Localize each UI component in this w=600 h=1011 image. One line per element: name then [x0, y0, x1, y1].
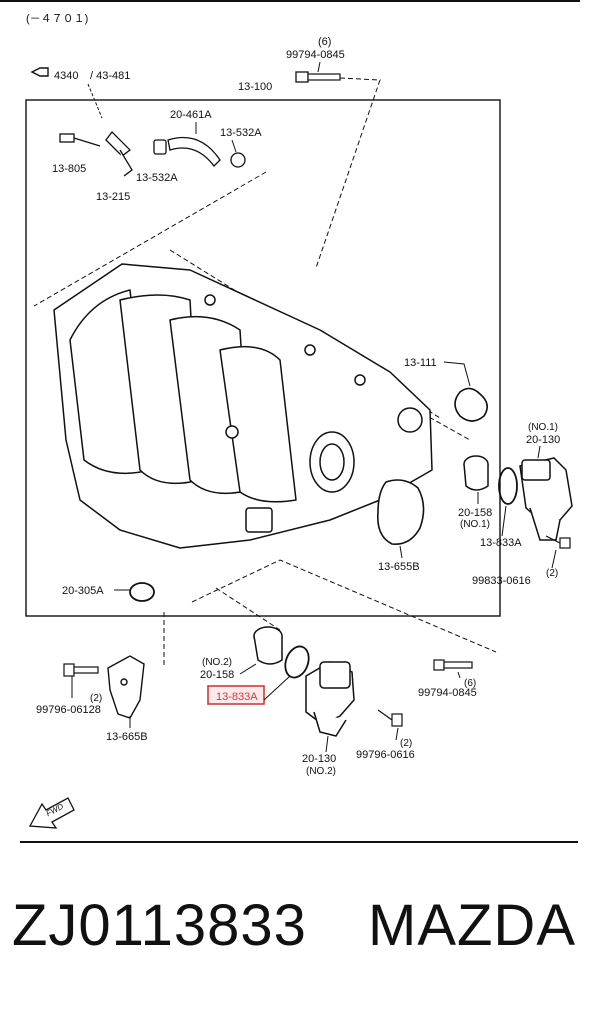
highlight-box — [207, 685, 265, 705]
spacer-no1-icon — [463, 455, 489, 491]
label-bolt-no2: 99796-0616 — [356, 749, 415, 761]
fwd-arrow-icon: FWD — [28, 797, 75, 829]
bracket-icon — [107, 655, 145, 719]
qty-2-no1: (2) — [546, 568, 558, 579]
label-elbow: 13-215 — [96, 191, 130, 203]
label-bolt-no1: 99833-0616 — [472, 575, 531, 587]
label-clamp-right: 13-532A — [220, 127, 262, 139]
part-number: ZJ0113833 — [12, 893, 307, 958]
oring-no1-icon — [498, 467, 518, 505]
label-spacer-no1-sub: (NO.1) — [460, 519, 490, 530]
qty-2-no2: (2) — [400, 738, 412, 749]
assembly-box — [25, 99, 501, 617]
brand-name: MAZDA — [368, 893, 576, 958]
bolt-left-icon — [63, 663, 99, 677]
label-clamp-left: 13-532A — [136, 172, 178, 184]
qty-6-top: (6) — [318, 36, 331, 48]
gasket-right-icon — [454, 387, 488, 422]
label-no1: (NO.1) — [528, 422, 558, 433]
label-tb-no2: 20-130 — [302, 753, 336, 765]
ref-main: 4340 — [54, 70, 78, 82]
qty-6-right: (6) — [464, 678, 476, 689]
label-bolt-left: 99796-06128 — [36, 704, 101, 716]
spacer-no2-icon — [253, 626, 283, 665]
label-gasket-right: 13-111 — [404, 357, 437, 369]
label-fitting: 13-805 — [52, 163, 86, 175]
label-spacer-no1: 20-158 — [458, 507, 492, 519]
bolt-no1-icon — [545, 535, 571, 549]
gasket-throttle-icon — [376, 479, 425, 545]
ref-sub: / 43-481 — [90, 70, 130, 82]
label-bracket: 13-665B — [106, 731, 148, 743]
label-bolt-top: 99794-0845 — [286, 49, 345, 61]
header-code: (－４７０１) — [26, 13, 88, 25]
label-bolt-right: 99794-0845 — [418, 687, 477, 699]
label-box: 13-100 — [238, 81, 272, 93]
label-oring-bottom: 20-305A — [62, 585, 104, 597]
throttle-body-no1-icon — [519, 457, 573, 541]
label-oring-no1: 13-833A — [480, 537, 522, 549]
bolt-top-icon — [295, 71, 341, 83]
pcv-hose-icon — [59, 131, 246, 177]
label-tb-no1: 20-130 — [526, 434, 560, 446]
label-spacer-no2: 20-158 — [200, 669, 234, 681]
oring-bottom-icon — [129, 582, 155, 602]
label-no2: (NO.2) — [202, 657, 232, 668]
label-oring-no2: 13-833A — [216, 691, 258, 703]
parts-diagram: (－４７０１) 4340 / 43-481 (6) 99794-0845 13-… — [0, 0, 580, 843]
throttle-body-no2-icon — [305, 661, 355, 737]
reference-arrow-icon — [30, 67, 49, 77]
bolt-right-icon — [433, 659, 473, 671]
bolt-no2-icon — [377, 709, 403, 727]
qty-2-left: (2) — [90, 693, 102, 704]
oring-no2-icon — [284, 645, 310, 679]
label-gasket-throttle: 13-655B — [378, 561, 420, 573]
intake-manifold-icon — [53, 263, 433, 549]
label-tb-no2-sub: (NO.2) — [306, 766, 336, 777]
label-hose: 20-461A — [170, 109, 212, 121]
